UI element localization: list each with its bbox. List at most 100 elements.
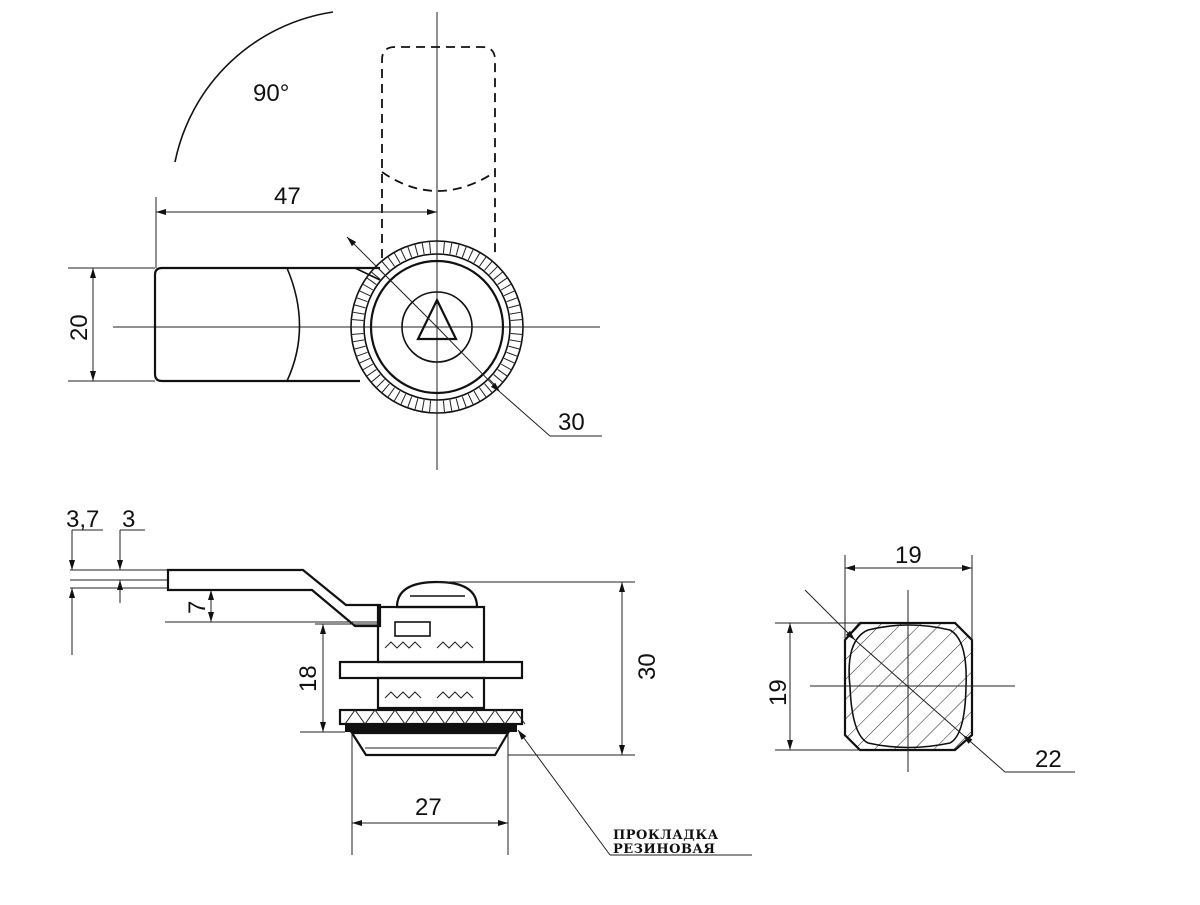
knurl-tick xyxy=(381,383,390,394)
knurl-tick xyxy=(484,383,493,394)
knurl-tick xyxy=(479,387,487,398)
knurl-tick xyxy=(467,248,474,261)
knurl-tick xyxy=(509,311,522,315)
lock-head-dome xyxy=(395,580,479,609)
lock-plug xyxy=(401,291,473,363)
knurl-tick xyxy=(407,396,413,408)
knurl-tick xyxy=(510,319,523,322)
rubber-gasket xyxy=(345,725,517,732)
knurl-tick xyxy=(387,387,395,398)
knurl-tick xyxy=(500,283,512,291)
knurl-tick xyxy=(381,260,390,271)
knurl-tick xyxy=(366,277,377,285)
knurl-tick xyxy=(506,351,518,357)
knurl-tick xyxy=(506,297,518,303)
cam-lever xyxy=(153,266,380,383)
knurl-tick xyxy=(467,393,474,406)
dim-18-text: 18 xyxy=(295,665,322,692)
dim-22-text: 22 xyxy=(1035,746,1062,773)
knurl-tick xyxy=(461,246,467,258)
rotation-angle-label: 90° xyxy=(253,80,289,107)
knurl-tick xyxy=(393,252,401,264)
knurl-tick xyxy=(493,374,504,383)
dim-27-text: 27 xyxy=(415,794,442,821)
dim-3-text: 3 xyxy=(122,506,135,533)
knurl-tick xyxy=(353,345,366,350)
knurl-tick xyxy=(407,246,413,258)
knurl-tick xyxy=(362,283,374,291)
dim-7-text: 7 xyxy=(184,601,211,614)
knurl-tick xyxy=(387,256,395,267)
knurl-tick xyxy=(479,256,487,267)
cam-taper xyxy=(354,267,381,281)
knurl-tick xyxy=(493,271,504,280)
gasket-leader xyxy=(517,729,611,856)
knurl-tick xyxy=(353,304,366,309)
knurl-tick xyxy=(497,277,508,285)
knurl-tick xyxy=(421,242,425,255)
dim-47-text: 47 xyxy=(274,183,301,210)
cutout-outline xyxy=(843,621,974,752)
cam-rotated-curve xyxy=(381,171,496,192)
knurl-tick xyxy=(503,357,516,364)
knurl-tick xyxy=(356,297,368,303)
knurl-tick xyxy=(429,400,432,413)
knurl-tick xyxy=(358,290,371,297)
knurl-tick xyxy=(400,393,407,406)
knurl-tick xyxy=(510,332,523,335)
dim-22-leader xyxy=(804,589,856,641)
knurl-tick xyxy=(473,390,481,402)
lock-flange xyxy=(349,731,510,757)
knurl-tick xyxy=(429,241,432,254)
knurl-tick xyxy=(352,311,365,315)
dim-20-text: 20 xyxy=(66,314,93,341)
lock-body-top xyxy=(376,605,486,664)
thread-zigzag xyxy=(384,641,474,699)
triangle-key-icon xyxy=(416,297,458,341)
knurl-tick xyxy=(508,304,521,309)
knurl-tick xyxy=(449,242,453,255)
dim-30-side-text: 30 xyxy=(634,653,661,680)
knurl-tick xyxy=(488,265,499,276)
side-view: 3,7 3 7 18 xyxy=(66,506,752,857)
knurl-tick xyxy=(393,390,401,402)
knurl-tick xyxy=(414,398,419,411)
dim-19-width-text: 19 xyxy=(895,542,922,569)
gasket-label-line1: ПРОКЛАДКА xyxy=(613,828,719,843)
knurl-lines xyxy=(351,241,523,413)
dim-3-7-text: 3,7 xyxy=(66,506,99,533)
dim-30-text: 30 xyxy=(558,409,585,436)
rotation-arc xyxy=(174,11,334,163)
knurl-tick xyxy=(500,363,512,371)
knurl-tick xyxy=(370,374,381,383)
knurl-tick xyxy=(442,400,445,413)
cam-rotated-position xyxy=(381,46,496,258)
lock-body-thread xyxy=(376,676,486,710)
knurl-tick xyxy=(455,243,460,256)
top-view: 90° 47 20 30 xyxy=(66,11,602,470)
cam-lever-side xyxy=(166,568,382,628)
knurl-tick xyxy=(362,363,374,371)
knurl-tick xyxy=(370,271,381,280)
knurl-tick xyxy=(375,378,386,389)
lock-ring xyxy=(369,259,505,395)
knurl-tick xyxy=(400,248,407,261)
gasket-label-line2: РЕЗИНОВАЯ xyxy=(613,842,716,857)
lock-ring-inner xyxy=(363,253,511,401)
lock-nut xyxy=(338,660,524,680)
knurl-tick xyxy=(356,351,368,357)
knurl-tick xyxy=(449,399,453,412)
knurl-tick xyxy=(509,339,522,343)
knurl-tick xyxy=(358,357,371,364)
knurl-tick xyxy=(366,369,377,377)
knurl-tick xyxy=(352,339,365,343)
knurl-tick xyxy=(473,252,481,264)
knurl-tick xyxy=(442,241,445,254)
knurl-tick xyxy=(455,398,460,411)
knurl-tick xyxy=(421,399,425,412)
dim-30-leader xyxy=(346,236,438,328)
knurl-tick xyxy=(497,369,508,377)
knurl-tick xyxy=(484,260,493,271)
cutout-view: 19 19 22 xyxy=(765,542,1075,773)
